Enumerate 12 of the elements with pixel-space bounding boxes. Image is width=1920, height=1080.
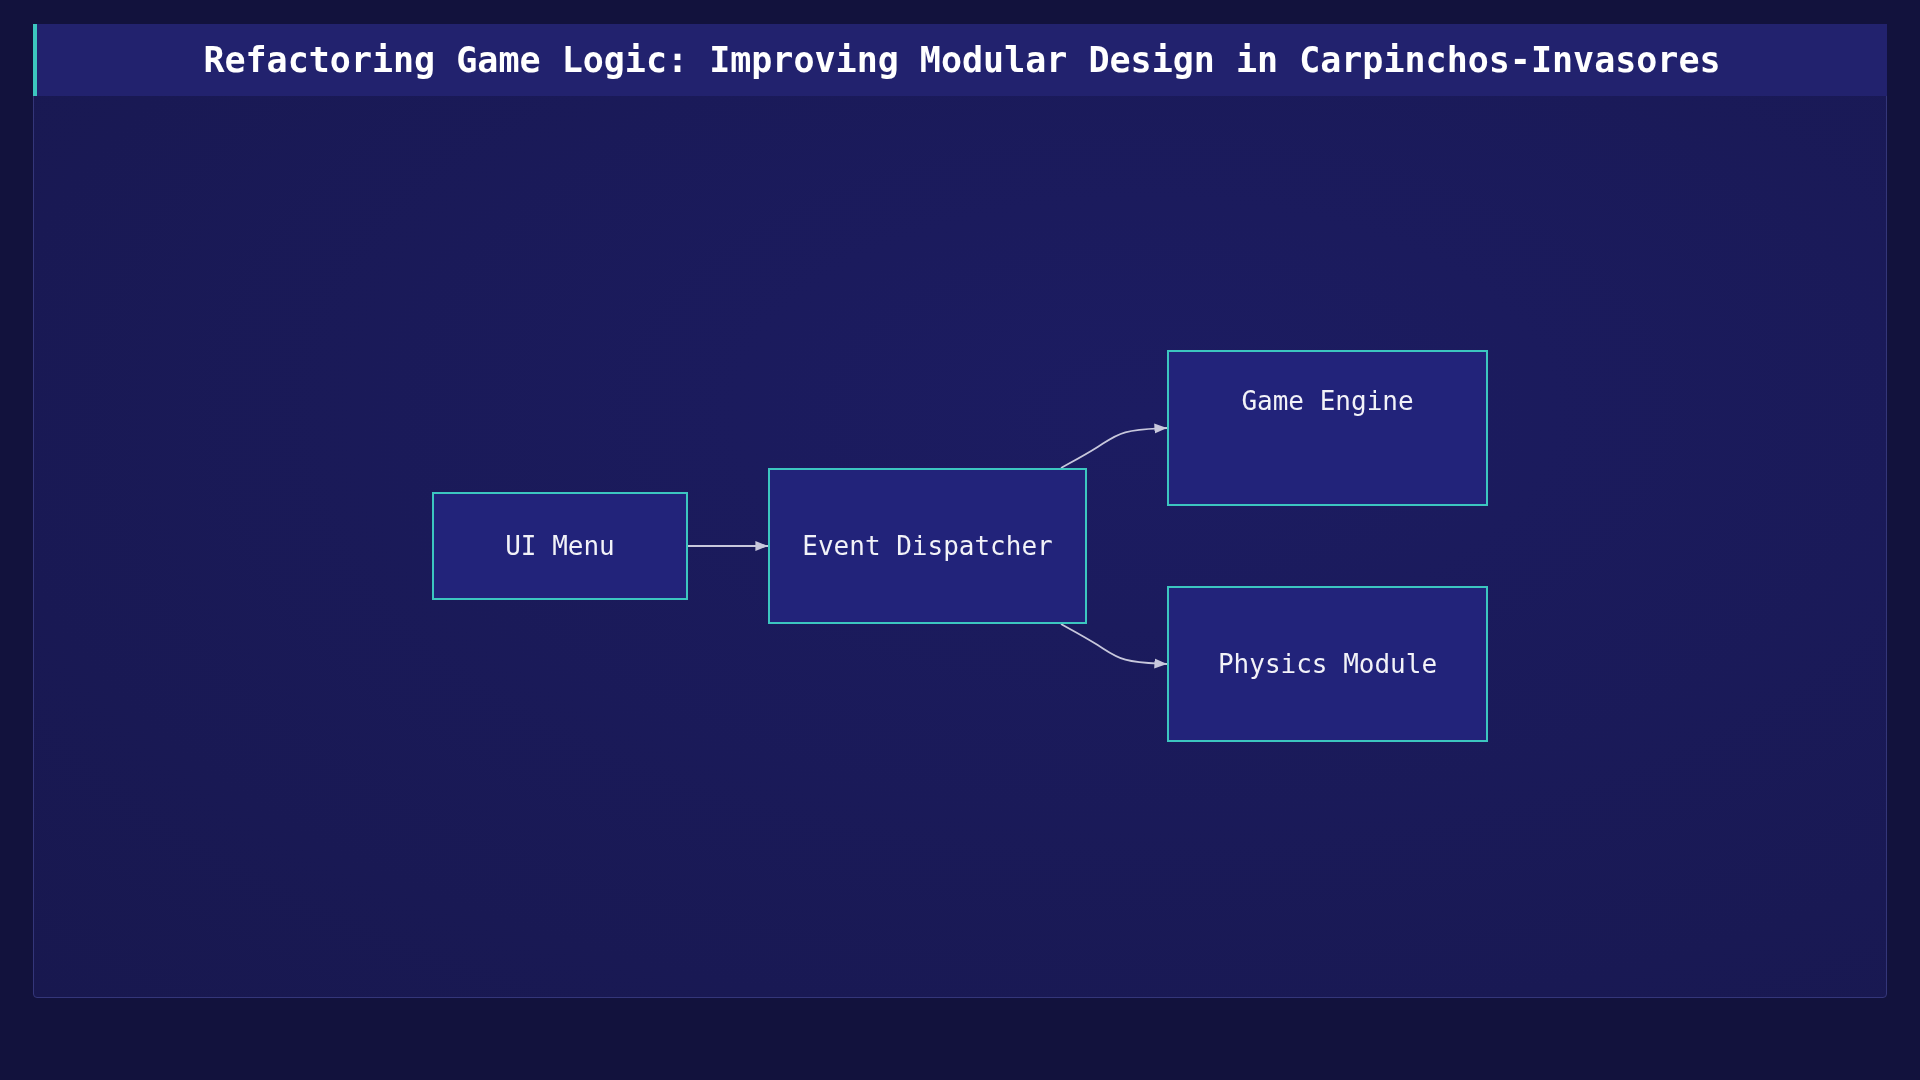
process-box <box>1167 586 1488 742</box>
arrow <box>1060 623 1168 669</box>
arrow <box>1060 423 1168 469</box>
node-label: Event Dispatcher <box>802 530 1053 563</box>
process-box <box>1167 350 1488 506</box>
process-box <box>432 492 688 600</box>
title: Refactoring Game Logic: Improving Modular Design in Carpinchos-Invasores <box>203 40 1721 80</box>
process-box <box>768 468 1087 624</box>
arrow <box>687 540 769 552</box>
node-label: Physics Module <box>1217 648 1438 681</box>
node-label: Game Engine <box>1241 385 1414 418</box>
node-label: UI Menu <box>505 530 615 563</box>
